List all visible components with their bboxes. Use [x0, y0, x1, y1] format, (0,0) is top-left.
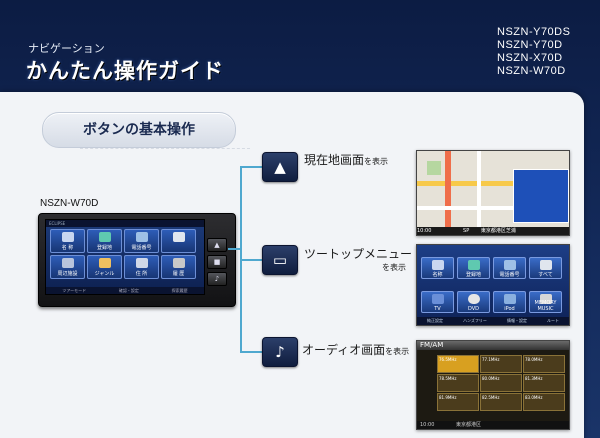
- tile-icon: [136, 232, 148, 242]
- brand-logo: ECLIPSE: [49, 221, 66, 226]
- device-tile[interactable]: [161, 229, 196, 253]
- station-preset[interactable]: 77.1MHz: [480, 355, 522, 373]
- map-intersection-view: [513, 169, 569, 223]
- button-description-suffix: を表示: [382, 263, 406, 272]
- navigation-unit: ECLIPSE 名 称 登録地 電話番号 周辺施設 ジャンル 住 所 履 歴 ツ…: [38, 213, 236, 307]
- device-tile[interactable]: 周辺施設: [50, 255, 85, 279]
- menu-tile[interactable]: DVD: [457, 291, 490, 313]
- connector-line: [240, 351, 262, 353]
- device-topbar: ECLIPSE: [46, 220, 204, 227]
- map-road: [477, 151, 481, 227]
- building-icon: [173, 232, 185, 242]
- map-road: [417, 206, 513, 210]
- button-description: ツートップメニュー: [304, 247, 413, 261]
- device-tile[interactable]: 名 称: [50, 229, 85, 253]
- header-subtitle: ナビゲーション: [28, 42, 105, 55]
- page-title: かんたん操作ガイド: [26, 59, 224, 83]
- device-label: NSZN-W70D: [40, 198, 99, 209]
- station-preset[interactable]: 76.5MHz: [437, 355, 479, 373]
- audio-status-bar: 10:00 東京都港区: [417, 421, 569, 429]
- device-bottom-bar: ツアーモード 確認・設定 探索履歴: [46, 287, 204, 294]
- device-tile[interactable]: 電話番号: [124, 229, 159, 253]
- menu-tile[interactable]: 名称: [421, 257, 454, 279]
- device-tile[interactable]: 登録地: [87, 229, 122, 253]
- audio-band-title: FM/AM: [417, 341, 569, 350]
- tile-icon: [99, 258, 111, 268]
- tile-icon: [62, 258, 74, 268]
- device-tile[interactable]: 住 所: [124, 255, 159, 279]
- connector-line: [228, 248, 242, 250]
- tile-icon: [99, 232, 111, 242]
- model-name: NSZN-X70D: [497, 52, 563, 64]
- audio-screen: FM/AM 76.5MHz 77.1MHz 78.0MHz 78.5MHz 80…: [416, 340, 570, 430]
- menu-tile[interactable]: 電話番号: [493, 257, 526, 279]
- device-bottom-label[interactable]: 探索履歴: [171, 288, 188, 293]
- map-park: [427, 161, 441, 175]
- section-title: ボタンの基本操作: [42, 112, 236, 148]
- device-menu-grid: 名 称 登録地 電話番号 周辺施設 ジャンル 住 所 履 歴: [50, 229, 202, 279]
- device-tile[interactable]: ジャンル: [87, 255, 122, 279]
- navigation-arrow-icon[interactable]: ▲: [262, 152, 298, 182]
- menu-tile[interactable]: TV: [421, 291, 454, 313]
- device-menu-button[interactable]: ■: [207, 255, 227, 269]
- tile-icon: [173, 258, 185, 268]
- model-name: NSZN-Y70D: [497, 39, 563, 51]
- station-list: 76.5MHz 77.1MHz 78.0MHz 78.5MHz 80.0MHz …: [437, 355, 567, 411]
- map-road: [445, 151, 451, 227]
- device-bottom-label[interactable]: ツアーモード: [62, 288, 87, 293]
- menu-tile[interactable]: すべて: [529, 257, 562, 279]
- device-hard-buttons: ▲ ■ ♪: [207, 238, 227, 286]
- station-preset[interactable]: 81.3MHz: [523, 374, 565, 392]
- model-name: NSZN-Y70DS: [497, 26, 571, 38]
- device-audio-button[interactable]: ♪: [207, 272, 227, 286]
- station-preset[interactable]: 83.0MHz: [523, 393, 565, 411]
- map-road: [417, 181, 513, 186]
- music-note-icon[interactable]: ♪: [262, 337, 298, 367]
- station-preset[interactable]: 78.0MHz: [523, 355, 565, 373]
- map-screen: 10:00 SP 東京都港区芝浦: [416, 150, 570, 236]
- button-description: オーディオ画面を表示: [302, 343, 410, 357]
- device-tile[interactable]: 履 歴: [161, 255, 196, 279]
- station-preset[interactable]: 82.5MHz: [480, 393, 522, 411]
- connector-line: [240, 166, 262, 168]
- connector-line: [240, 259, 262, 261]
- device-nav-button[interactable]: ▲: [207, 238, 227, 252]
- menu-audio-row: TV DVD iPod MEMORY MUSIC: [421, 291, 562, 313]
- tile-icon: [62, 232, 74, 242]
- button-description: 現在地画面を表示: [304, 153, 389, 167]
- divider: [80, 148, 250, 159]
- menu-tile[interactable]: iPod: [493, 291, 526, 313]
- station-preset[interactable]: 81.9MHz: [437, 393, 479, 411]
- device-bottom-label[interactable]: 確認・設定: [118, 288, 139, 293]
- two-top-menu-icon[interactable]: ▭: [262, 245, 298, 275]
- model-list: NSZN-Y70DS NSZN-Y70D NSZN-X70D NSZN-W70D: [497, 26, 570, 78]
- menu-tile[interactable]: 登録地: [457, 257, 490, 279]
- map-status-bar: 10:00 SP 東京都港区芝浦: [417, 227, 569, 235]
- station-preset[interactable]: 78.5MHz: [437, 374, 479, 392]
- menu-nav-row: 名称 登録地 電話番号 すべて: [421, 257, 562, 279]
- model-name: NSZN-W70D: [497, 65, 566, 77]
- two-top-menu-screen: 名称 登録地 電話番号 すべて TV DVD iPod MEMORY MUSIC…: [416, 244, 570, 326]
- device-screen: ECLIPSE 名 称 登録地 電話番号 周辺施設 ジャンル 住 所 履 歴 ツ…: [45, 219, 205, 295]
- tile-icon: [136, 258, 148, 268]
- menu-tile[interactable]: MEMORY MUSIC: [529, 291, 562, 313]
- menu-footer: 純正設定 ハンズフリー 情報・設定 ルート: [417, 317, 569, 325]
- station-preset[interactable]: 80.0MHz: [480, 374, 522, 392]
